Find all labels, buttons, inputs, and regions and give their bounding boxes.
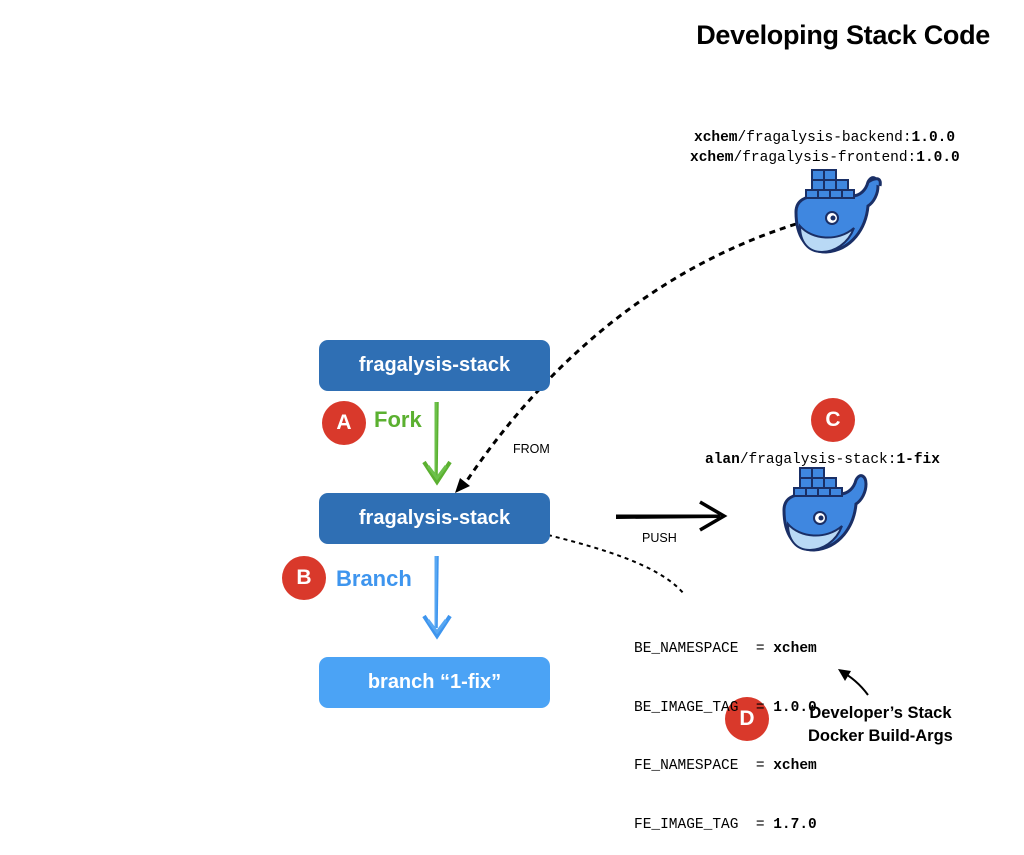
fork-arrow xyxy=(422,401,452,486)
upstream-image-tag-frontend: xchem/fragalysis-frontend:1.0.0 xyxy=(690,150,960,166)
note-line-2: Docker Build-Args xyxy=(808,727,953,745)
pushed-image-tag: alan/fragalysis-stack:1-fix xyxy=(705,452,940,468)
fork-label: Fork xyxy=(374,407,422,432)
step-a-badge: A xyxy=(322,401,366,445)
docker-whale-icon xyxy=(782,467,868,552)
build-arg-row: BE_IMAGE_TAG = 1.0.0 xyxy=(634,699,817,716)
branch-box: branch “1-fix” xyxy=(319,657,550,708)
from-arrow-head xyxy=(455,478,470,493)
push-arrow xyxy=(615,500,728,532)
docker-whale-icon xyxy=(794,169,882,254)
note-line-1: Developer’s Stack xyxy=(809,704,952,722)
build-args-note: Developer’s Stack Docker Build-Args xyxy=(808,702,953,748)
upstream-stack-box: fragalysis-stack xyxy=(319,340,550,391)
page-title: Developing Stack Code xyxy=(696,20,990,50)
step-b-badge: B xyxy=(282,556,326,600)
push-label: PUSH xyxy=(642,531,677,545)
note-arrow-head xyxy=(838,669,851,681)
branch-arrow xyxy=(422,555,452,640)
step-c-badge: C xyxy=(811,398,855,442)
upstream-image-tag-backend: xchem/fragalysis-backend:1.0.0 xyxy=(694,130,956,146)
from-label: FROM xyxy=(513,442,550,456)
build-arg-row: BE_NAMESPACE = xchem xyxy=(634,641,817,657)
build-args-connector xyxy=(547,534,685,595)
build-arg-row: FE_NAMESPACE = xchem xyxy=(634,758,817,774)
branch-label: Branch xyxy=(336,566,412,591)
forked-stack-box: fragalysis-stack xyxy=(319,493,550,544)
build-args-list: BE_NAMESPACE = xchem BE_IMAGE_TAG = 1.0.… xyxy=(634,601,817,855)
build-arg-row: FE_IMAGE_TAG = 1.7.0 xyxy=(634,816,817,833)
connector-layer xyxy=(422,169,882,696)
from-arrow xyxy=(460,222,797,489)
step-d-badge: D xyxy=(725,697,769,741)
